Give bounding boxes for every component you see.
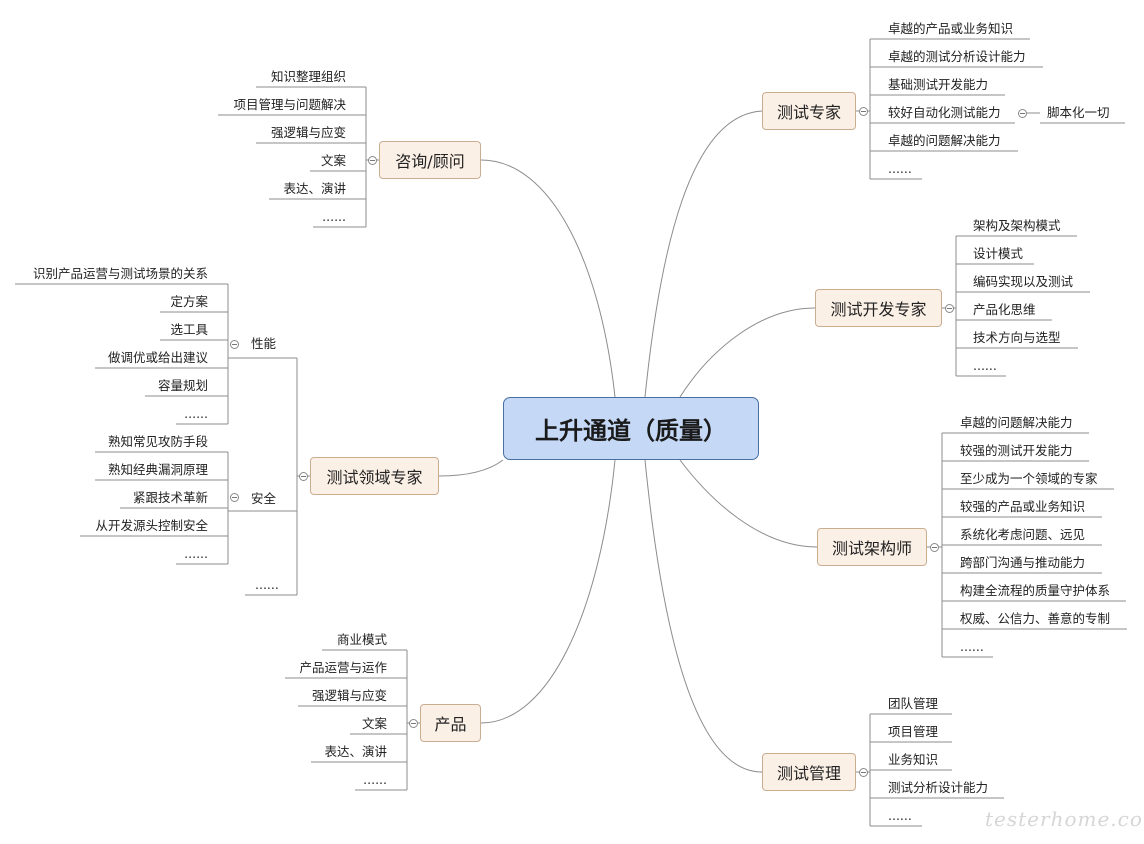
leaf-item[interactable]: 文案 [361,716,387,731]
leaf-item[interactable]: 强逻辑与应变 [270,125,346,140]
leaf-item[interactable]: 卓越的问题解决能力 [960,415,1073,430]
leaf-item[interactable]: 业务知识 [888,752,939,767]
main-topic[interactable]: 测试专家 [762,92,856,130]
collapse-toggle-icon[interactable] [858,106,868,116]
leaf-item[interactable]: 商业模式 [336,632,387,647]
leaf-item[interactable]: ...... [888,161,912,176]
leaf-item[interactable]: 测试分析设计能力 [888,780,989,795]
leaf-item[interactable]: 熟知常见攻防手段 [107,434,208,449]
main-topic[interactable]: 测试架构师 [817,528,927,566]
leaf-item[interactable]: 较强的测试开发能力 [960,443,1073,458]
leaf-item[interactable]: ...... [888,808,912,823]
leaf-item[interactable]: 熟知经典漏洞原理 [107,462,208,477]
main-topic[interactable]: 测试领域专家 [310,457,439,495]
leaf-item[interactable]: 设计模式 [973,246,1024,261]
leaf-item[interactable]: 项目管理与问题解决 [233,97,346,112]
leaf-item[interactable]: 较强的产品或业务知识 [960,499,1086,514]
leaf-item[interactable]: 架构及架构模式 [973,218,1061,233]
collapse-toggle-icon[interactable] [229,339,239,349]
leaf-item[interactable]: ...... [255,577,279,592]
leaf-item[interactable]: 选工具 [170,322,208,337]
collapse-toggle-icon[interactable] [1017,108,1027,118]
collapse-toggle-icon[interactable] [944,303,954,313]
leaf-item[interactable]: 编码实现以及测试 [973,274,1074,289]
leaf-item[interactable]: 文案 [320,153,346,168]
leaf-item[interactable]: 知识整理组织 [270,69,346,84]
collapse-toggle-icon[interactable] [929,542,939,552]
collapse-toggle-icon[interactable] [229,492,239,502]
main-topic[interactable]: 测试开发专家 [815,289,942,327]
leaf-item[interactable]: 卓越的问题解决能力 [888,133,1001,148]
main-topic[interactable]: 咨询/顾问 [379,141,481,179]
leaf-item[interactable]: 卓越的测试分析设计能力 [888,49,1026,64]
leaf-item[interactable]: 容量规划 [157,378,208,393]
leaf-item[interactable]: 紧跟技术革新 [132,490,208,505]
leaf-item[interactable]: 识别产品运营与测试场景的关系 [32,266,208,281]
group-label[interactable]: 性能 [251,336,277,351]
leaf-item[interactable]: 从开发源头控制安全 [95,518,208,533]
main-topic[interactable]: 产品 [420,704,481,742]
leaf-item[interactable]: 做调优或给出建议 [107,350,208,365]
leaf-item[interactable]: 项目管理 [888,724,939,739]
watermark: testerhome.com [985,807,1144,831]
leaf-item[interactable]: ...... [363,772,387,787]
leaf-item[interactable]: ...... [973,358,997,373]
leaf-item[interactable]: ...... [184,546,208,561]
collapse-toggle-icon[interactable] [858,767,868,777]
leaf-item[interactable]: 产品运营与运作 [299,660,387,675]
leaf-item[interactable]: ...... [960,639,984,654]
group-label[interactable]: 安全 [251,491,277,506]
collapse-toggle-icon[interactable] [367,155,377,165]
leaf-item[interactable]: 卓越的产品或业务知识 [888,21,1014,36]
leaf-item[interactable]: ...... [184,406,208,421]
leaf-item[interactable]: 强逻辑与应变 [311,688,387,703]
leaf-item[interactable]: 脚本化一切 [1047,105,1110,120]
collapse-toggle-icon[interactable] [408,718,418,728]
leaf-item[interactable]: 权威、公信力、善意的专制 [960,611,1111,626]
leaf-item[interactable]: 技术方向与选型 [973,330,1061,345]
leaf-item[interactable]: 表达、演讲 [324,744,387,759]
leaf-item[interactable]: 定方案 [170,294,208,309]
leaf-item[interactable]: 跨部门沟通与推动能力 [960,555,1086,570]
central-topic[interactable]: 上升通道（质量） [503,397,759,460]
leaf-item[interactable]: 产品化思维 [973,302,1036,317]
main-topic[interactable]: 测试管理 [762,753,856,791]
leaf-item[interactable]: 基础测试开发能力 [888,77,989,92]
leaf-item[interactable]: 较好自动化测试能力 [888,105,1001,120]
leaf-item[interactable]: 表达、演讲 [283,181,346,196]
leaf-item[interactable]: ...... [322,209,346,224]
collapse-toggle-icon[interactable] [298,471,308,481]
leaf-item[interactable]: 构建全流程的质量守护体系 [960,583,1111,598]
leaf-item[interactable]: 团队管理 [888,696,939,711]
leaf-item[interactable]: 系统化考虑问题、远见 [960,527,1086,542]
leaf-item[interactable]: 至少成为一个领域的专家 [960,471,1098,486]
